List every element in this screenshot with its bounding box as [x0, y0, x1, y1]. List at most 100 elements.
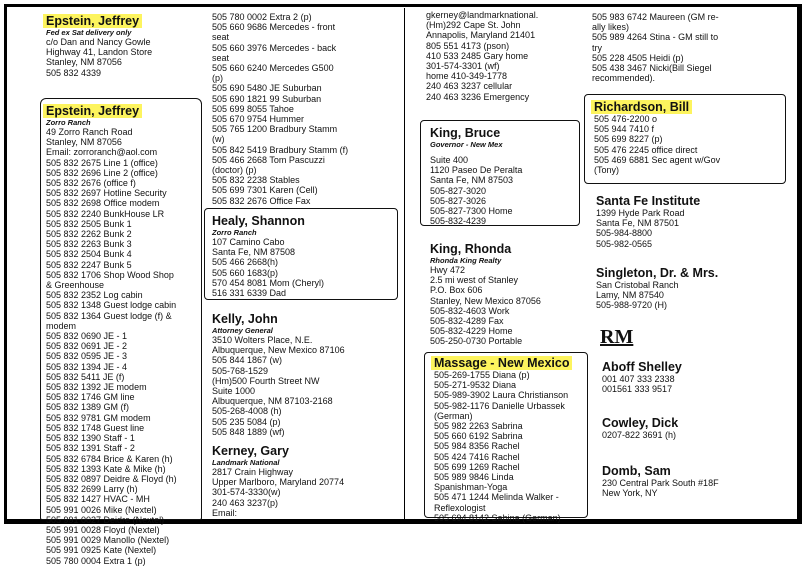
- entry-line: 001561 333 9517: [602, 384, 673, 395]
- entry-epstein-2: Epstein, Jeffrey Zorro Ranch 49 Zorro Ra…: [43, 104, 177, 566]
- entry-line: 505 832 0897 Deidre & Floyd (h): [46, 473, 177, 484]
- entry-singleton: Singleton, Dr. & Mrs. San Cristobal Ranc…: [596, 266, 718, 311]
- entry-cowley: Cowley, Dick 0207-822 3691 (h): [602, 416, 678, 440]
- entry-line: 505 832 1348 Guest lodge cabin: [46, 300, 177, 311]
- entry-line: 505 991 0026 Mike (Nextel): [46, 504, 157, 515]
- entry-line: (Hm)292 Cape St. John: [426, 20, 521, 31]
- entry-line: 505 694 8142 Sabina (German): [434, 512, 561, 523]
- entry-line: 301-574-3301 (wf): [426, 61, 500, 72]
- entry-line: 505 670 9754 Hummer: [212, 114, 305, 125]
- entry-line: 505 989 4264 Stina - GM still to: [592, 32, 719, 43]
- entry-line: 505 989 9846 Linda: [434, 472, 514, 483]
- entry-massage: Massage - New Mexico 505-269-1755 Diana …: [431, 356, 573, 523]
- page-frame: [4, 4, 802, 524]
- entry-subtitle: Rhonda King Realty: [430, 256, 502, 265]
- entry-line: 240 463 3236 Emergency: [426, 91, 530, 102]
- section-heading: RM: [600, 326, 634, 348]
- entry-lines: gkerney@landmarknational.(Hm)292 Cape St…: [426, 10, 538, 102]
- entry-line: Santa Fe, NM 87501: [596, 218, 680, 229]
- entry-line: 505 832 1392 JE modem: [46, 382, 147, 393]
- entry-name: Kerney, Gary: [212, 444, 289, 458]
- entry-line: (Tony): [594, 165, 620, 176]
- entry-line: 505 991 0925 Kate (Nextel): [46, 545, 157, 556]
- entry-king-bruce: King, Bruce Governor - New Mex Suite 400…: [430, 126, 522, 226]
- entry-line: 505 765 1200 Bradbury Stamm: [212, 124, 338, 135]
- entry-line: gkerney@landmarknational.: [426, 10, 539, 20]
- entry-line: Reflexologist: [434, 502, 486, 513]
- entry-line: & Greenhouse: [46, 280, 105, 291]
- entry-name: Cowley, Dick: [602, 416, 679, 430]
- entry-line: 505-827-3026: [430, 195, 487, 206]
- entry-name: Aboff Shelley: [602, 360, 682, 374]
- entry-line: Email: zorroranch@aol.com: [46, 147, 158, 158]
- entry-kerney: Kerney, Gary Landmark National 2817 Crai…: [212, 444, 344, 518]
- entry-line: 505-832-4229 Home: [430, 326, 513, 337]
- entry-line: 505 832 2504 Bunk 4: [46, 249, 132, 260]
- entry-line: 230 Central Park South #18F: [602, 478, 719, 488]
- entry-line: Upper Marlboro, Maryland 20774: [212, 477, 345, 488]
- entry-line: 505 944 7410 f: [594, 124, 655, 135]
- entry-line: Annapolis, Maryland 21401: [426, 30, 536, 41]
- entry-line: 505 660 6240 Mercedes G500: [212, 63, 334, 74]
- entry-line: 505-268-4008 (h): [212, 406, 282, 417]
- entry-line: 505-250-0730 Portable: [430, 336, 523, 347]
- entry-line: Suite 1000: [212, 386, 256, 397]
- entry-line: recommended).: [592, 73, 656, 84]
- entry-name: King, Bruce: [430, 126, 501, 140]
- entry-line: c/o Dan and Nancy Gowle: [46, 37, 151, 47]
- entry-line: 505-271-9532 Diana: [434, 380, 517, 391]
- entry-line: 505 466 2668(h): [212, 257, 279, 268]
- entry-line: 505 832 0691 JE - 2: [46, 341, 128, 352]
- entry-line: Email:: [212, 507, 238, 518]
- entry-subtitle: Zorro Ranch: [212, 228, 257, 237]
- entry-line: 505 832 2675 Line 1 (office): [46, 157, 158, 168]
- entry-line: 505 832 1746 GM line: [46, 392, 135, 403]
- entry-line: 505 660 6192 Sabrina: [434, 431, 523, 442]
- entry-line: 505-832-4239: [430, 216, 487, 227]
- entry-line: 505 832 2352 Log cabin: [46, 290, 143, 301]
- entry-line: 505 660 3976 Mercedes - back: [212, 42, 337, 53]
- entry-line: 505 844 1867 (w): [212, 355, 283, 366]
- entry-line: Stanley, New Mexico 87056: [430, 295, 541, 306]
- entry-line: 0207-822 3691 (h): [602, 430, 677, 440]
- entry-line: 505 983 6742 Maureen (GM re-: [592, 12, 719, 22]
- entry-line: 505 848 1889 (wf): [212, 426, 285, 437]
- entry-line: (Hm)500 Fourth Street NW: [212, 375, 320, 386]
- entry-line: 505 832 2247 Bunk 5: [46, 259, 132, 270]
- entry-name: Santa Fe Institute: [596, 194, 701, 208]
- entry-line: 505 438 3467 Nicki(Bill Siegel: [592, 63, 712, 74]
- entry-lines: 0207-822 3691 (h): [602, 430, 678, 440]
- entry-line: 2817 Crain Highway: [212, 467, 294, 477]
- entry-lines: 505 780 0002 Extra 2 (p)505 660 9686 Mer…: [212, 12, 348, 206]
- entry-line: 516 331 6339 Dad: [212, 288, 287, 299]
- entry-line: 107 Camino Cabo: [212, 237, 285, 247]
- entry-line: ally likes): [592, 22, 630, 33]
- section-heading-rm: RM: [600, 326, 633, 349]
- entry-name: Singleton, Dr. & Mrs.: [596, 266, 719, 280]
- entry-line: 505 984 8356 Rachel: [434, 441, 520, 452]
- entry-line: 505 832 6784 Brice & Karen (h): [46, 453, 173, 464]
- entry-line: (German): [434, 410, 473, 421]
- entry-line: 505-989-3902 Laura Christianson: [434, 390, 569, 401]
- entry-line: 505 832 1390 Staff - 1: [46, 433, 135, 444]
- entry-line: 410 533 2485 Gary home: [426, 50, 529, 61]
- entry-line: seat: [212, 32, 230, 43]
- entry-line: 505 832 1389 GM (f): [46, 402, 130, 413]
- entry-line: 505-982-1176 Danielle Urbassek: [434, 400, 565, 411]
- entry-line: 505 699 1269 Rachel: [434, 461, 520, 472]
- entry-box: [420, 120, 580, 226]
- entry-line: 505 832 0595 JE - 3: [46, 351, 128, 362]
- entry-line: 505 832 2697 Hotline Security: [46, 188, 167, 199]
- entry-line: 505 476-2200 o: [594, 114, 658, 124]
- entry-line: 505 832 2676 Office Fax: [212, 195, 311, 206]
- entry-line: 505 991 0028 Floyd (Nextel): [46, 524, 160, 535]
